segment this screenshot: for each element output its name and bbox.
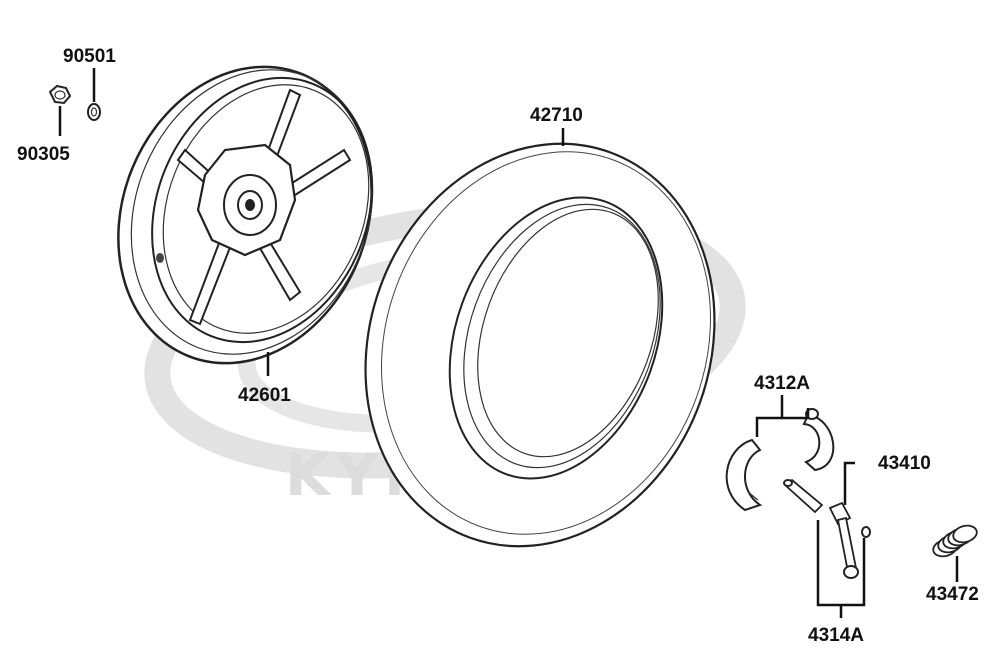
- label-43410: 43410: [878, 453, 931, 474]
- label-4312A: 4312A: [754, 373, 810, 394]
- label-4314A: 4314A: [808, 625, 864, 646]
- label-90501: 90501: [63, 46, 116, 67]
- nut-90305: [48, 84, 72, 136]
- label-43472: 43472: [926, 584, 979, 605]
- label-42710: 42710: [530, 105, 583, 126]
- label-42601: 42601: [238, 385, 291, 406]
- brake-shoe-set-4312A: [725, 395, 835, 512]
- label-90305: 90305: [17, 144, 70, 165]
- brake-cam-lever-4314A: [783, 461, 871, 618]
- rim-42601: [117, 65, 374, 376]
- tire-42710: [364, 128, 716, 548]
- spring-43472: [932, 524, 978, 582]
- washer-90501: [87, 68, 101, 121]
